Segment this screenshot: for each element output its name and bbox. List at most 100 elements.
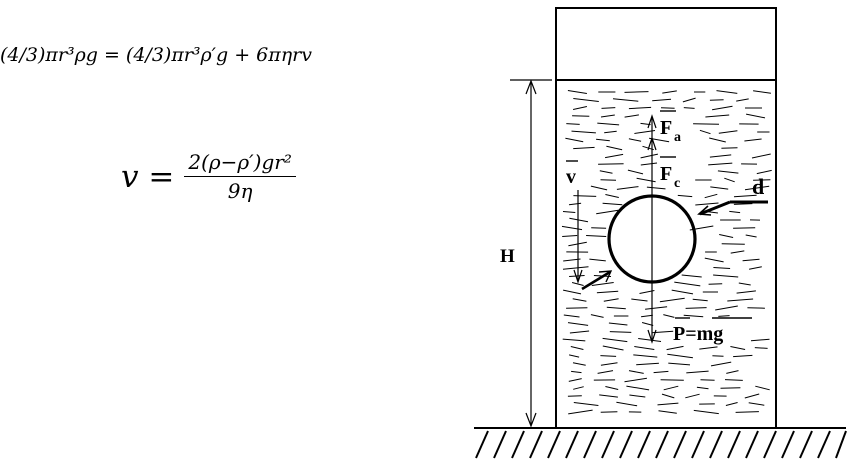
- liquid-dash: [685, 307, 707, 309]
- diameter-label: d: [752, 174, 764, 199]
- liquid-dash: [683, 314, 704, 318]
- liquid-dash: [704, 193, 718, 199]
- liquid-dash: [708, 162, 733, 166]
- liquid-dash: [671, 289, 694, 295]
- liquid-dash: [572, 106, 588, 110]
- liquid-dash: [601, 107, 616, 109]
- liquid-dash: [682, 97, 696, 103]
- liquid-dash: [641, 314, 653, 318]
- liquid-dash: [713, 267, 731, 269]
- liquid-dash: [659, 297, 685, 303]
- liquid-dash: [567, 90, 587, 94]
- liquid-dash: [596, 209, 619, 215]
- liquid-dash: [602, 202, 623, 206]
- liquid-dash: [600, 355, 617, 357]
- liquid-dash: [563, 314, 580, 318]
- liquid-dash: [683, 107, 695, 109]
- liquid-dash: [755, 385, 770, 391]
- liquid-dash: [756, 169, 772, 175]
- liquid-dash: [692, 298, 708, 302]
- liquid-dash: [726, 370, 739, 374]
- liquid-dash: [628, 106, 652, 110]
- liquid-dash: [724, 177, 735, 183]
- liquid-dash: [567, 322, 589, 326]
- liquid-dash: [562, 338, 586, 342]
- liquid-dash: [744, 393, 760, 399]
- liquid-dash: [628, 370, 644, 374]
- liquid-dash: [730, 346, 746, 350]
- liquid-dash: [709, 154, 732, 158]
- liquid-dash: [600, 114, 615, 118]
- liquid-dash: [735, 411, 759, 413]
- liquid-dash: [653, 370, 669, 374]
- liquid-dash: [661, 393, 675, 399]
- archimedes-force-label: F a: [660, 110, 681, 145]
- height-label: H: [500, 246, 515, 267]
- liquid-dash: [591, 282, 614, 286]
- liquid-dash: [668, 362, 691, 366]
- liquid-dash: [573, 195, 597, 197]
- liquid-dash: [733, 354, 753, 358]
- liquid-dash: [640, 153, 659, 159]
- liquid-dash: [596, 290, 619, 294]
- liquid-dash: [746, 113, 766, 119]
- liquid-dash: [729, 210, 741, 214]
- liquid-dash: [724, 379, 743, 381]
- liquid-dash: [699, 346, 718, 350]
- archimedes-arrowhead: [647, 114, 657, 129]
- liquid-dash: [600, 362, 618, 366]
- liquid-dash: [712, 355, 724, 357]
- liquid-dash: [636, 362, 659, 366]
- liquid-dash: [561, 225, 583, 231]
- liquid-dash: [568, 378, 582, 382]
- liquid-dash: [568, 202, 582, 206]
- liquid-dash: [663, 314, 675, 318]
- weight-arrowhead: [647, 329, 657, 344]
- liquid-dash: [748, 402, 765, 406]
- liquid-dash: [568, 409, 593, 415]
- liquid-dash: [597, 370, 614, 374]
- liquid-dash: [596, 138, 610, 142]
- liquid-dash: [657, 402, 679, 406]
- velocity-label: v: [566, 166, 576, 188]
- archimedes-force-subscript: a: [674, 130, 681, 145]
- liquid-dash: [704, 257, 724, 263]
- liquid-dash: [718, 130, 738, 134]
- liquid-dash: [709, 137, 726, 143]
- liquid-dash: [606, 306, 626, 310]
- velocity-equation: v = 2(ρ−ρ′)gr² 9η: [121, 150, 296, 203]
- liquid-dash: [640, 162, 658, 166]
- liquid-dash: [717, 170, 739, 174]
- liquid-dash: [681, 274, 702, 278]
- liquid-dash: [751, 153, 771, 159]
- liquid-dash: [662, 90, 677, 94]
- liquid-dash: [738, 282, 751, 286]
- liquid-dash: [744, 138, 762, 142]
- liquid-dash: [652, 98, 672, 102]
- liquid-dash: [712, 105, 733, 111]
- drag-force-letter: F: [660, 163, 672, 185]
- liquid-dash: [590, 314, 604, 318]
- liquid-dash: [568, 354, 580, 358]
- liquid-dash: [569, 275, 585, 277]
- velocity-denominator: 9η: [227, 179, 253, 203]
- liquid-dash: [733, 194, 757, 198]
- liquid-dash: [608, 322, 628, 326]
- liquid-dash: [733, 227, 756, 229]
- height-dimension: [510, 79, 552, 428]
- liquid-dash: [631, 298, 648, 302]
- liquid-dash: [696, 386, 709, 390]
- liquid-dash: [663, 385, 679, 391]
- liquid-dash: [629, 394, 646, 398]
- liquid-dash: [727, 298, 754, 302]
- liquid-dash: [604, 130, 617, 134]
- liquid-dash: [599, 170, 613, 174]
- liquid-dash: [626, 385, 650, 391]
- liquid-dash: [645, 306, 668, 310]
- liquid-texture: [561, 90, 772, 415]
- liquid-dash: [605, 194, 619, 198]
- liquid-dash: [705, 114, 730, 118]
- liquid-dash: [624, 377, 647, 383]
- liquid-dash: [589, 258, 606, 262]
